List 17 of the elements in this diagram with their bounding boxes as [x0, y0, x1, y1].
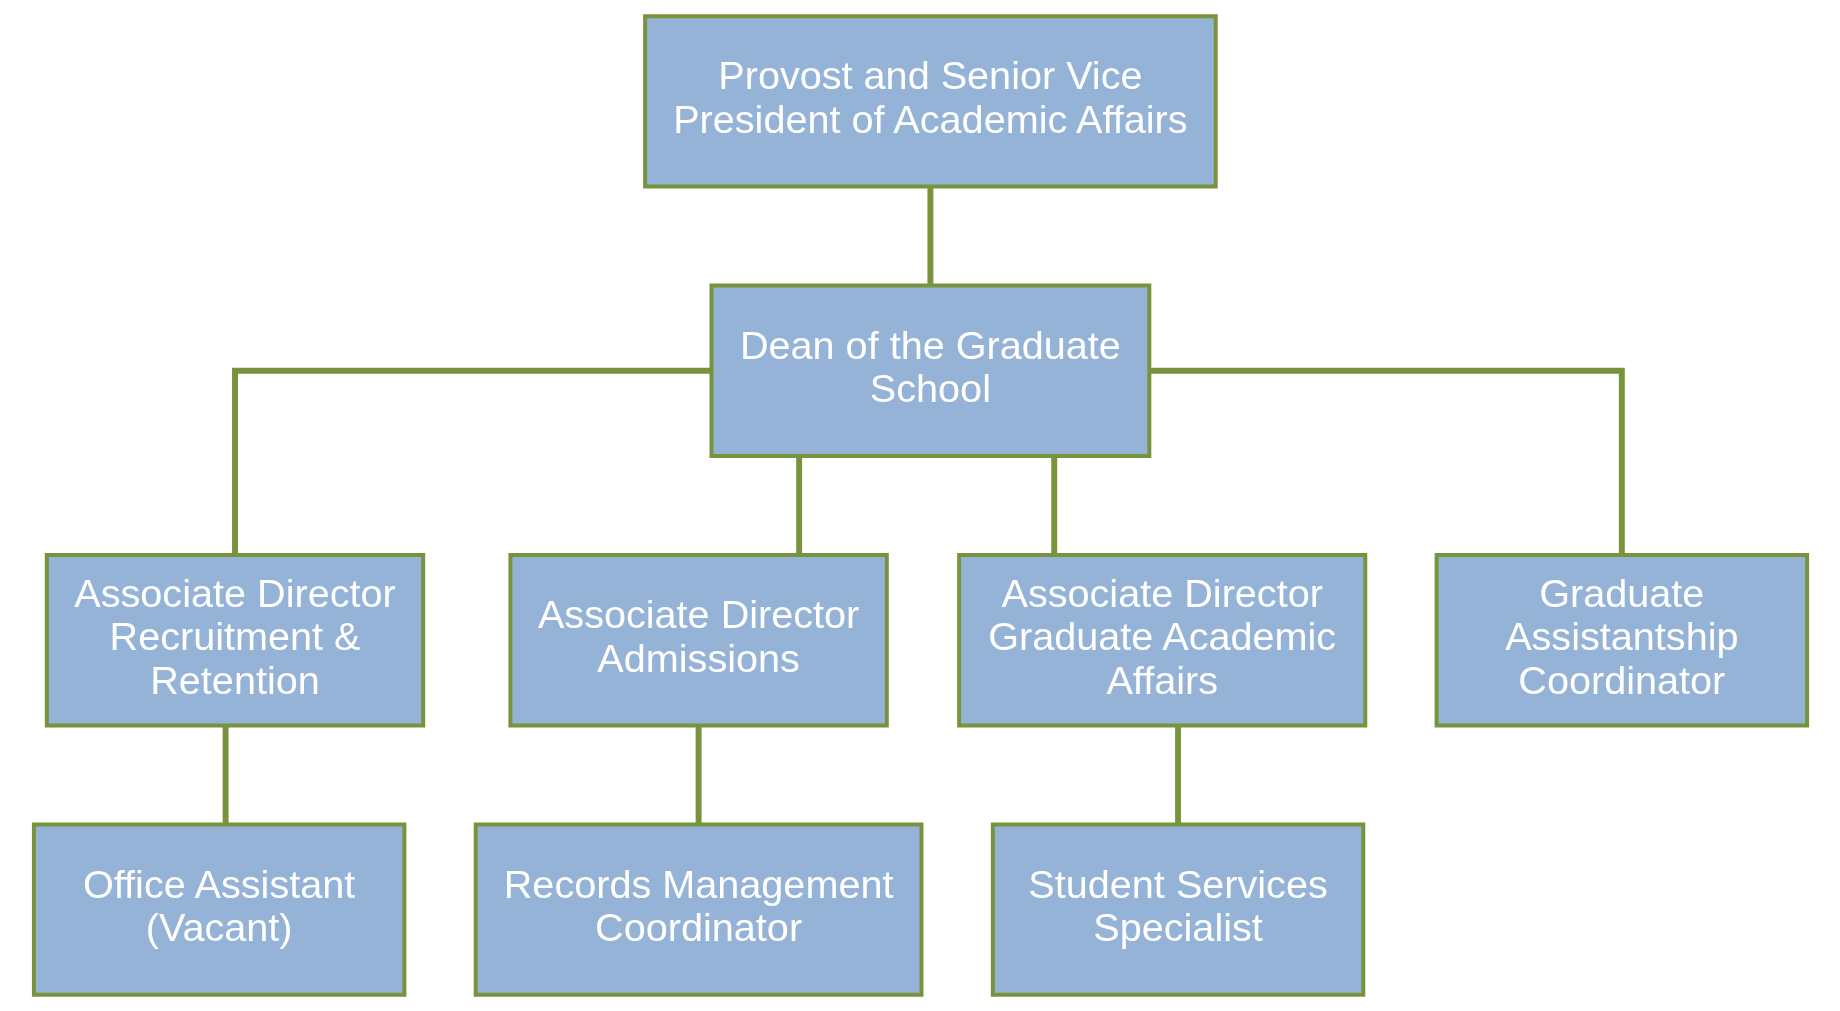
connector	[1174, 725, 1181, 825]
node-box: Office Assistant (Vacant)	[31, 822, 406, 997]
node-box: Graduate Assistantship Coordinator	[1434, 553, 1809, 728]
connector	[222, 725, 229, 825]
connector	[1149, 367, 1625, 555]
connector	[1050, 456, 1057, 555]
node-box: Records Management Coordinator	[473, 822, 923, 997]
node-box: Student Services Specialist	[990, 822, 1365, 997]
connector	[695, 725, 702, 825]
connector	[795, 456, 802, 555]
node-box: Provost and Senior Vice President of Academic Affairs	[642, 14, 1218, 189]
connector	[231, 367, 711, 555]
node-box: Associate Director Recruitment & Retention	[44, 553, 425, 728]
node-box: Associate Director Admissions	[507, 553, 889, 728]
node-box: Dean of the Graduate School	[709, 283, 1151, 458]
connector	[926, 186, 933, 286]
node-box: Associate Director Graduate Academic Affairs	[956, 553, 1367, 728]
